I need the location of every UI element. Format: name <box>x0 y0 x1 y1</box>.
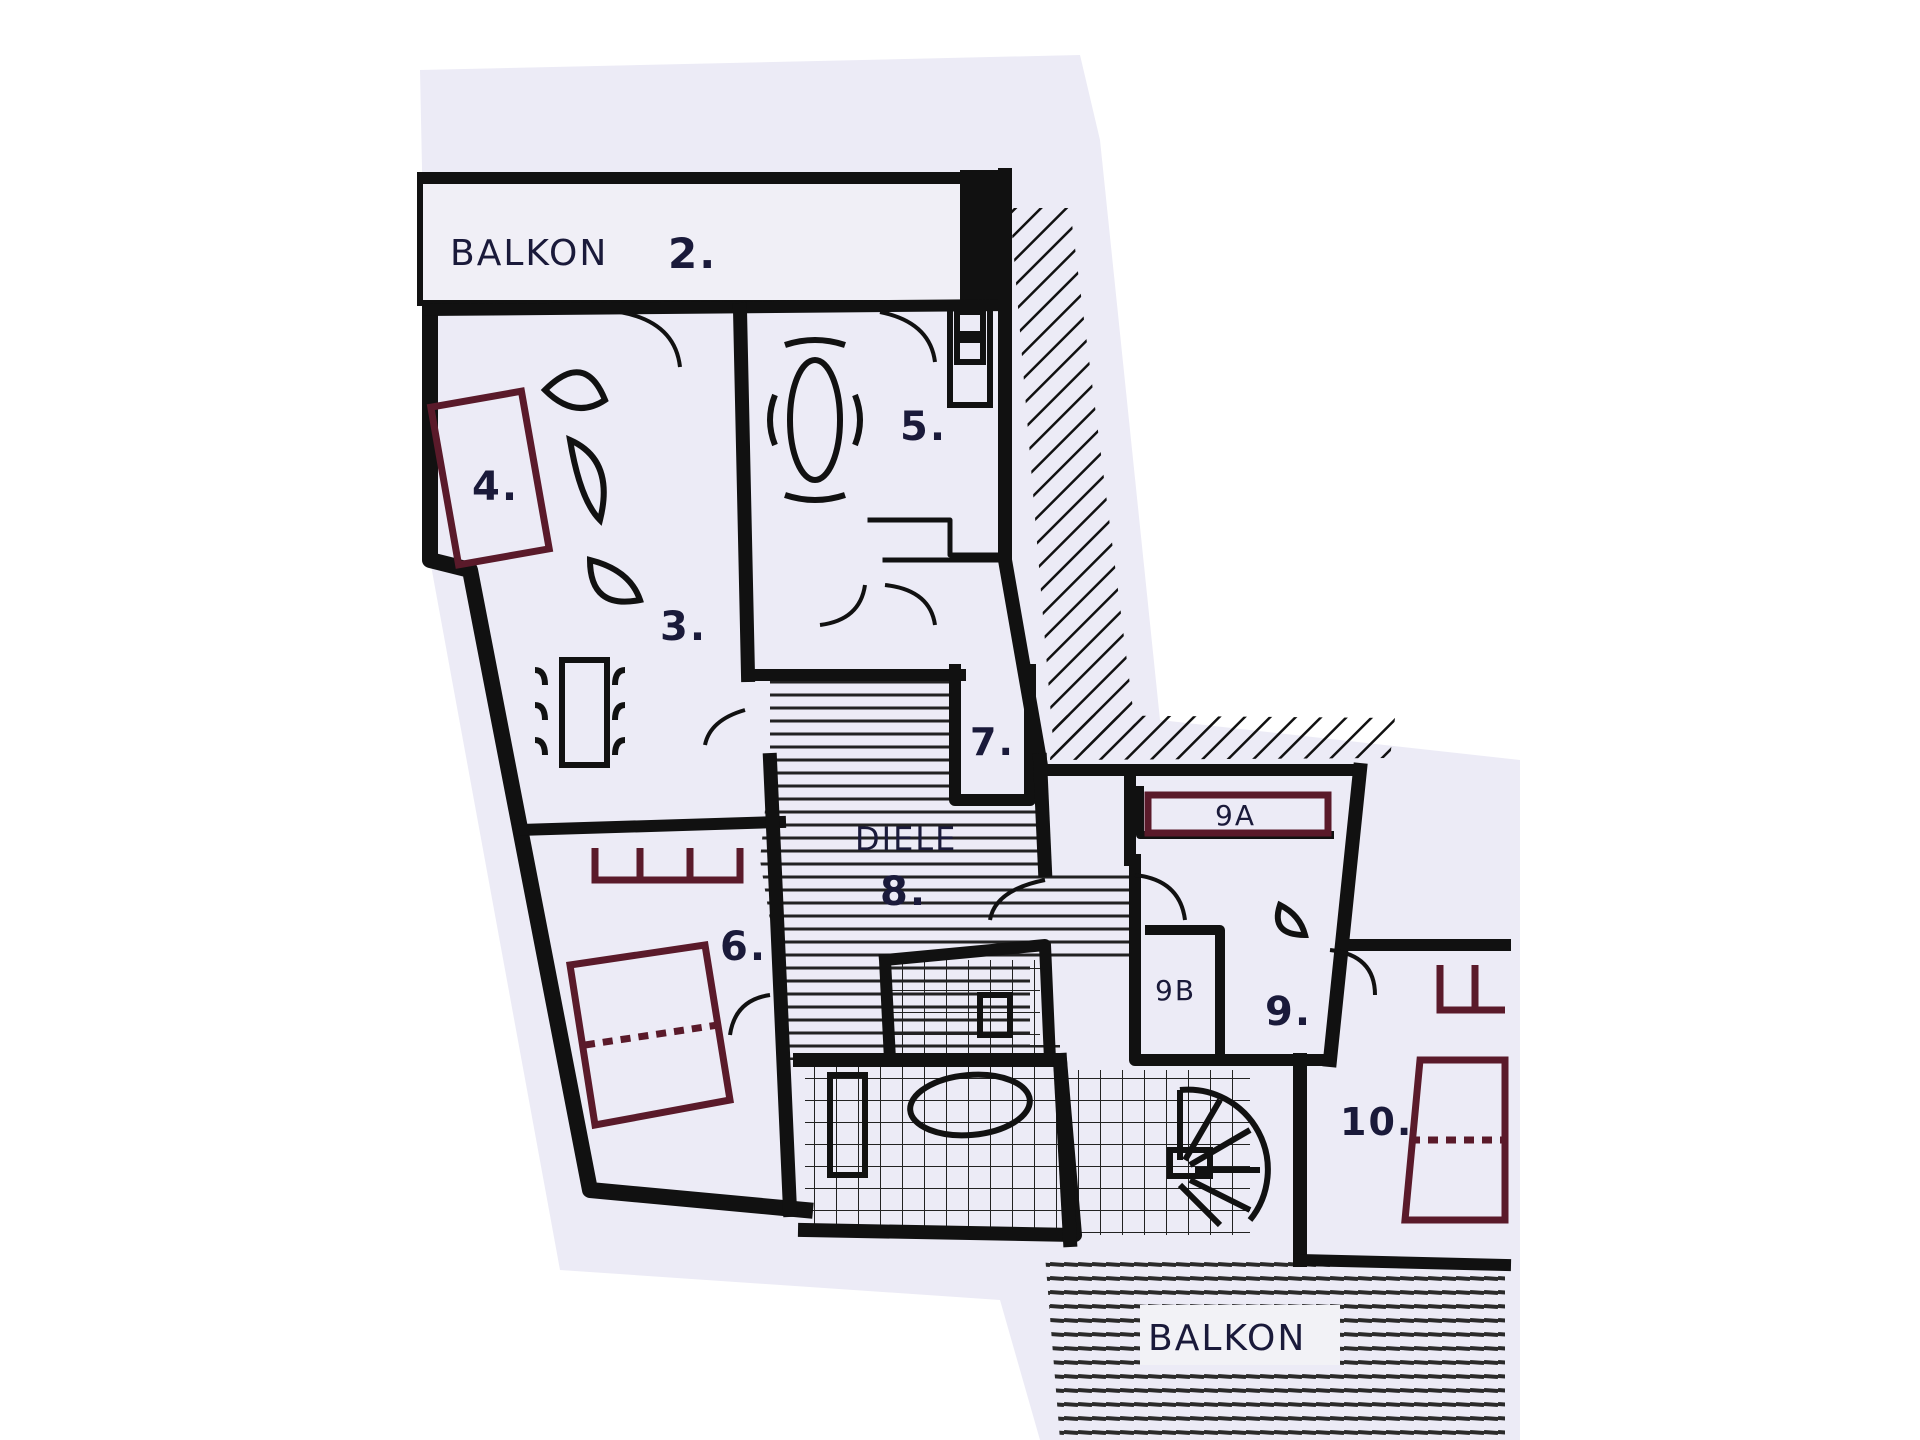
sideboard-4 <box>426 387 554 569</box>
walls <box>422 168 1512 1272</box>
room-4-label: 4. <box>472 464 519 510</box>
wardrobe-6 <box>591 848 744 884</box>
spiral-stair <box>1177 1086 1271 1228</box>
balkon-top-label: BALKON <box>450 233 608 274</box>
chair-9 <box>1274 900 1309 939</box>
table-3 <box>559 657 610 768</box>
balkon-top-number: 2. <box>668 229 717 278</box>
wash-basin <box>827 1072 868 1178</box>
chair-3a <box>540 369 609 411</box>
hatched-wall-lower <box>1050 715 1395 760</box>
room-9-label: 9. <box>1265 989 1312 1035</box>
furniture <box>426 387 1509 1224</box>
balcony-top: BALKON 2. <box>417 170 1000 306</box>
dining-table-5 <box>787 357 843 483</box>
balcony-bottom: BALKON <box>1045 1255 1505 1440</box>
chair-3b <box>566 434 607 526</box>
hatched-wall-right <box>1010 208 1135 765</box>
diele-floor <box>760 680 1135 1060</box>
room-8-label: 8. <box>880 869 927 915</box>
room-9a-label: 9A <box>1215 799 1256 832</box>
room-10-label: 10. <box>1340 1100 1413 1144</box>
toilet <box>977 992 1013 1038</box>
room-5-label: 5. <box>900 404 947 450</box>
bed-6 <box>565 941 734 1130</box>
bathtub <box>907 1071 1033 1139</box>
diele-label: DIELE <box>855 820 957 858</box>
wc-tiles <box>890 960 1040 1060</box>
room-6-label: 6. <box>720 924 767 970</box>
room-3-label: 3. <box>660 604 707 650</box>
kitchen-counter <box>947 302 993 408</box>
ink-furniture <box>534 302 1309 1228</box>
cabinet-9a <box>1144 791 1332 837</box>
chair-3c <box>586 556 644 605</box>
balkon-bottom-label: BALKON <box>1148 1318 1306 1359</box>
room-7-label: 7. <box>970 720 1015 764</box>
bed-10 <box>1401 1056 1509 1224</box>
bathroom-tiles <box>805 1060 1070 1235</box>
doors <box>619 310 1377 1036</box>
room-9b-label: 9B <box>1155 974 1196 1007</box>
